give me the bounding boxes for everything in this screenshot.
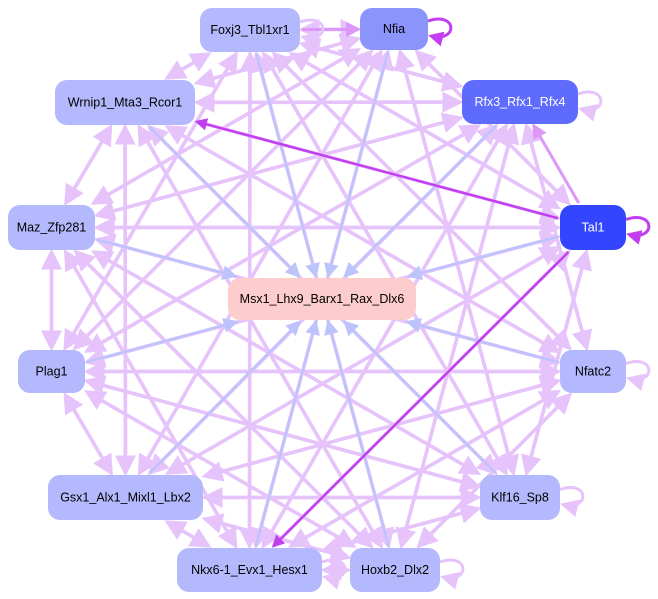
node-nkx6-1-evx1-hesx1[interactable]: Nkx6-1_Evx1_Hesx1	[177, 548, 322, 592]
node-rfx3-rfx1-rfx4[interactable]: Rfx3_Rfx1_Rfx4	[462, 80, 578, 124]
edge-hoxb2-dlx2-to-msx1	[324, 319, 390, 547]
self-loop-rfx3-rfx1-rfx4	[577, 90, 603, 122]
node-hoxb2-dlx2[interactable]: Hoxb2_Dlx2	[350, 548, 440, 592]
edge-gsx1-alx1-mixl1-lbx2-to-tal1	[167, 245, 562, 475]
edge-nfatc2-to-wrnip1-mta3-rcor1	[164, 125, 559, 353]
edge-nkx6-1-evx1-hesx1-to-msx1	[254, 319, 320, 547]
edge-maz-zfp281-to-rfx3-rfx1-rfx4	[96, 112, 464, 218]
edge-maz-zfp281-to-wrnip1-mta3-rcor1	[64, 123, 113, 204]
edge-tal1-to-wrnip1-mta3-rcor1	[194, 118, 559, 220]
edge-nfatc2-to-msx1	[405, 317, 559, 364]
edge-tal1-to-nkx6-1-evx1-hesx1	[271, 251, 570, 548]
node-box	[480, 475, 560, 520]
edge-nkx6-1-evx1-hesx1-to-gsx1-alx1-mixl1-lbx2	[164, 520, 210, 548]
edge-tal1-to-msx1	[406, 235, 559, 281]
node-box	[350, 548, 440, 592]
node-label: Maz_Zfp281	[17, 221, 87, 235]
edge-gsx1-alx1-mixl1-lbx2-to-msx1	[148, 320, 301, 474]
node-foxj3-tbl1xr1[interactable]: Foxj3_Tbl1xr1	[200, 8, 300, 52]
edge-klf16-sp8-to-msx1	[343, 320, 497, 474]
node-label: Hoxb2_Dlx2	[361, 563, 429, 577]
self-loop-hoxb2-dlx2	[439, 558, 465, 590]
node-nfatc2[interactable]: Nfatc2	[560, 350, 626, 393]
node-box	[200, 8, 300, 52]
edge-wrnip1-mta3-rcor1-to-foxj3-tbl1xr1	[166, 52, 212, 80]
node-wrnip1-mta3-rcor1[interactable]: Wrnip1_Mta3_Rcor1	[55, 80, 195, 125]
edge-plag1-to-msx1	[86, 317, 239, 364]
edge-gsx1-alx1-mixl1-lbx2-to-nfatc2	[204, 375, 562, 478]
node-box	[228, 278, 416, 320]
node-label: Foxj3_Tbl1xr1	[210, 23, 289, 37]
node-box	[18, 350, 85, 393]
node-label: Nfia	[383, 22, 405, 36]
edge-rfx3-rfx1-rfx4-to-msx1	[343, 125, 497, 278]
node-msx1-lhx9-barx1-rax-dlx6[interactable]: Msx1_Lhx9_Barx1_Rax_Dlx6	[228, 278, 416, 320]
edge-tal1-to-foxj3-tbl1xr1	[288, 52, 559, 209]
edge-plag1-to-rfx3-rfx1-rfx4	[86, 124, 482, 353]
edge-foxj3-tbl1xr1-to-msx1	[255, 53, 320, 279]
node-box	[560, 350, 626, 393]
self-loop-nkx6-1-evx1-hesx1	[321, 558, 347, 590]
self-loop-tal1	[625, 216, 651, 245]
node-label: Nfatc2	[575, 365, 611, 379]
edge-hoxb2-dlx2-to-wrnip1-mta3-rcor1	[137, 123, 383, 547]
node-box	[560, 205, 626, 250]
self-loop-nfatc2	[625, 360, 651, 391]
node-box	[360, 8, 428, 50]
edge-gsx1-alx1-mixl1-lbx2-to-nfia	[138, 48, 383, 474]
node-label: Nkx6-1_Evx1_Hesx1	[191, 563, 308, 577]
edge-gsx1-alx1-mixl1-lbx2-to-plag1	[63, 391, 113, 474]
edge-tal1-to-rfx3-rfx1-rfx4	[532, 123, 581, 204]
node-box	[55, 80, 195, 125]
edge-maz-zfp281-to-nfia	[92, 48, 362, 205]
edge-nkx6-1-evx1-hesx1-to-rfx3-rfx1-rfx4	[261, 122, 508, 547]
self-loop-nfia	[427, 17, 453, 47]
node-maz-zfp281[interactable]: Maz_Zfp281	[8, 205, 95, 250]
edge-wrnip1-mta3-rcor1-to-msx1	[148, 126, 301, 278]
node-klf16-sp8[interactable]: Klf16_Sp8	[480, 475, 560, 520]
node-label: Plag1	[36, 365, 68, 379]
node-nfia[interactable]: Nfia	[360, 8, 428, 50]
node-box	[462, 80, 578, 124]
edge-nkx6-1-evx1-hesx1-to-nfatc2	[290, 389, 562, 548]
node-label: Gsx1_Alx1_Mixl1_Lbx2	[60, 491, 191, 505]
node-gsx1-alx1-mixl1-lbx2[interactable]: Gsx1_Alx1_Mixl1_Lbx2	[48, 475, 203, 520]
node-label: Klf16_Sp8	[491, 491, 549, 505]
node-box	[48, 475, 203, 520]
node-label: Rfx3_Rfx1_Rfx4	[474, 95, 565, 109]
node-label: Msx1_Lhx9_Barx1_Rax_Dlx6	[240, 292, 405, 306]
self-loop-klf16-sp8	[559, 486, 585, 517]
edge-klf16-sp8-to-foxj3-tbl1xr1	[262, 50, 508, 474]
node-plag1[interactable]: Plag1	[18, 350, 85, 393]
node-box	[8, 205, 95, 250]
node-label: Tal1	[582, 221, 605, 235]
edge-nkx6-1-evx1-hesx1-to-maz-zfp281	[63, 248, 238, 547]
node-tal1[interactable]: Tal1	[560, 205, 626, 250]
self-loop-foxj3-tbl1xr1	[299, 18, 325, 50]
node-label: Wrnip1_Mta3_Rcor1	[68, 96, 182, 110]
edge-maz-zfp281-to-msx1	[96, 238, 238, 281]
node-box	[177, 548, 322, 592]
edge-klf16-sp8-to-maz-zfp281	[90, 250, 479, 475]
edge-hoxb2-dlx2-to-plag1	[83, 390, 355, 548]
